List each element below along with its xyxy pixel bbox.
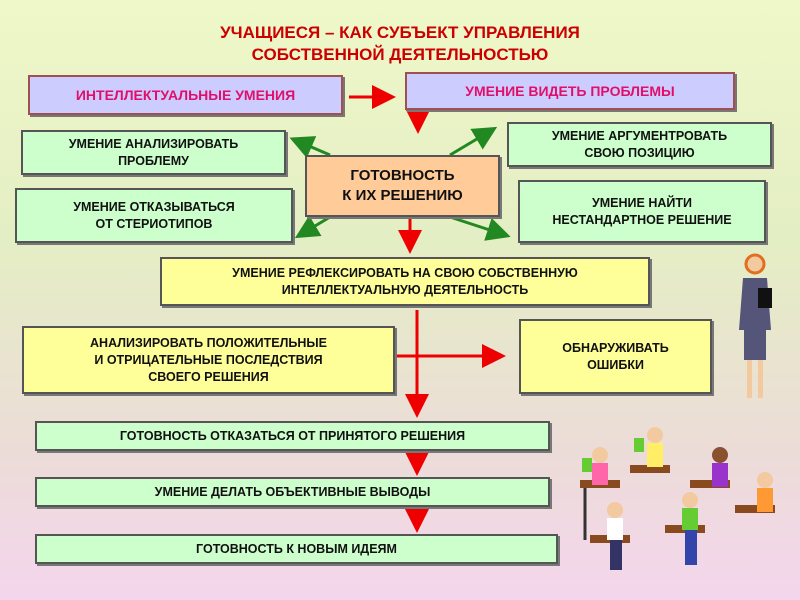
box-intellectual-skills: ИНТЕЛЛЕКТУАЛЬНЫЕ УМЕНИЯ <box>28 75 343 115</box>
label: УМЕНИЕ РЕФЛЕКСИРОВАТЬ НА СВОЮ СОБСТВЕННУ… <box>232 265 578 280</box>
label: СВОЮ ПОЗИЦИЮ <box>584 145 695 160</box>
arrow-to-argue <box>449 126 498 157</box>
box-see-problems: УМЕНИЕ ВИДЕТЬ ПРОБЛЕМЫ <box>405 72 735 110</box>
box-reflect: УМЕНИЕ РЕФЛЕКСИРОВАТЬ НА СВОЮ СОБСТВЕННУ… <box>160 257 650 306</box>
arrow-to-refuse <box>294 215 331 239</box>
label: ГОТОВНОСТЬ К НОВЫМ ИДЕЯМ <box>196 541 397 556</box>
label: УМЕНИЕ ДЕЛАТЬ ОБЪЕКТИВНЫЕ ВЫВОДЫ <box>154 484 431 499</box>
slide-title: УЧАЩИЕСЯ – КАК СУБЪЕКТ УПРАВЛЕНИЯ СОБСТВ… <box>0 22 800 66</box>
label: НЕСТАНДАРТНОЕ РЕШЕНИЕ <box>552 212 732 227</box>
teacher-illustration <box>739 253 772 398</box>
label: ГОТОВНОСТЬ <box>350 167 455 184</box>
box-argue-position: УМЕНИЕ АРГУМЕНТРОВАТЬ СВОЮ ПОЗИЦИЮ <box>507 122 772 167</box>
label: И ОТРИЦАТЕЛЬНЫЕ ПОСЛЕДСТВИЯ <box>94 352 323 367</box>
box-objective-conclusions: УМЕНИЕ ДЕЛАТЬ ОБЪЕКТИВНЫЕ ВЫВОДЫ <box>35 477 550 507</box>
label: УМЕНИЕ АНАЛИЗИРОВАТЬ <box>68 136 239 151</box>
box-new-ideas: ГОТОВНОСТЬ К НОВЫМ ИДЕЯМ <box>35 534 558 564</box>
label: ГОТОВНОСТЬ ОТКАЗАТЬСЯ ОТ ПРИНЯТОГО РЕШЕН… <box>119 428 466 443</box>
box-readiness-to-solve: ГОТОВНОСТЬ К ИХ РЕШЕНИЮ <box>305 155 500 217</box>
label: ОШИБКИ <box>587 357 644 372</box>
arrow-to-analyze <box>289 136 331 159</box>
box-abandon-decision: ГОТОВНОСТЬ ОТКАЗАТЬСЯ ОТ ПРИНЯТОГО РЕШЕН… <box>35 421 550 451</box>
label: ИНТЕЛЛЕКТУАЛЬНУЮ ДЕЯТЕЛЬНОСТЬ <box>281 282 529 297</box>
box-analyze-consequences: АНАЛИЗИРОВАТЬ ПОЛОЖИТЕЛЬНЫЕ И ОТРИЦАТЕЛЬН… <box>22 326 395 394</box>
title-line-1: УЧАЩИЕСЯ – КАК СУБЪЕКТ УПРАВЛЕНИЯ <box>220 23 580 42</box>
label: ОБНАРУЖИВАТЬ <box>562 340 669 355</box>
label: АНАЛИЗИРОВАТЬ ПОЛОЖИТЕЛЬНЫЕ <box>90 335 327 350</box>
label: К ИХ РЕШЕНИЮ <box>342 187 463 204</box>
label: ПРОБЛЕМУ <box>118 153 189 168</box>
title-line-2: СОБСТВЕННОЙ ДЕЯТЕЛЬНОСТЬЮ <box>251 45 549 64</box>
arrow-to-nonstandard <box>449 215 511 241</box>
label: СВОЕГО РЕШЕНИЯ <box>148 369 269 384</box>
box-nonstandard-solution: УМЕНИЕ НАЙТИ НЕСТАНДАРТНОЕ РЕШЕНИЕ <box>518 180 766 243</box>
box-analyze-problem: УМЕНИЕ АНАЛИЗИРОВАТЬ ПРОБЛЕМУ <box>21 130 286 175</box>
label: УМЕНИЕ НАЙТИ <box>591 195 692 210</box>
box-refuse-stereotypes: УМЕНИЕ ОТКАЗЫВАТЬСЯ ОТ СТЕРИОТИПОВ <box>15 188 293 243</box>
label: ОТ СТЕРИОТИПОВ <box>95 216 213 231</box>
label: УМЕНИЕ АРГУМЕНТРОВАТЬ <box>551 128 728 143</box>
label: УМЕНИЕ ВИДЕТЬ ПРОБЛЕМЫ <box>465 82 675 99</box>
students-illustration <box>580 427 775 570</box>
label: УМЕНИЕ ОТКАЗЫВАТЬСЯ <box>73 199 235 214</box>
label: ИНТЕЛЛЕКТУАЛЬНЫЕ УМЕНИЯ <box>75 86 296 103</box>
box-find-errors: ОБНАРУЖИВАТЬ ОШИБКИ <box>519 319 712 394</box>
